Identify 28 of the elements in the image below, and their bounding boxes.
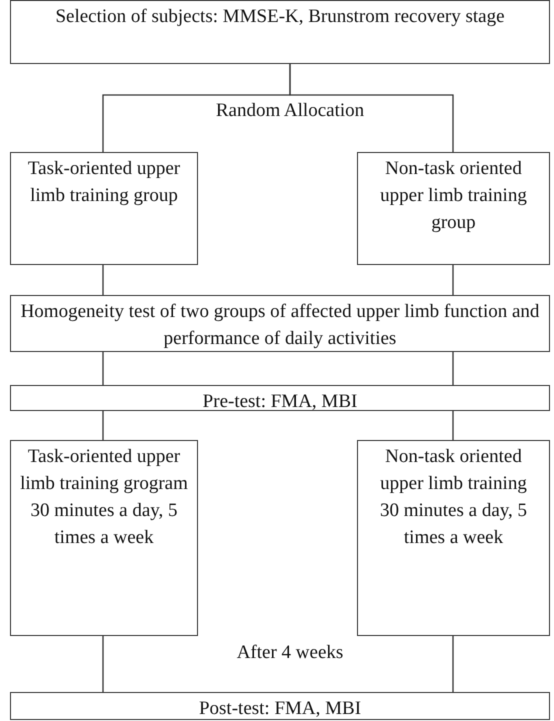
connector-line: [102, 411, 104, 440]
process-box: [10, 0, 550, 64]
flow-label: Random Allocation: [215, 99, 365, 123]
process-box: [10, 152, 198, 265]
connector-line: [452, 352, 454, 385]
box-text: Homogeneity test of two groups of affected upper limb function and performance of daily activities: [20, 300, 540, 351]
connector-line: [289, 64, 454, 152]
box-text: Pre-test: FMA, MBI: [202, 390, 358, 414]
connector-line: [102, 636, 104, 692]
process-box: [357, 440, 550, 636]
flow-label: After 4 weeks: [236, 641, 344, 665]
process-box: [10, 385, 550, 411]
connector-line: [102, 265, 104, 295]
box-text: 30 minutes a day, 5 times a week: [29, 499, 179, 550]
process-box: [10, 440, 198, 636]
box-text: Non-task oriented upper limb training: [379, 445, 528, 496]
connector-line: [452, 411, 454, 440]
connector-line: [102, 352, 104, 385]
box-text: Task-oriented upper limb training grogram: [19, 445, 189, 496]
connector-line: [452, 265, 454, 295]
box-text: Post-test: FMA, MBI: [198, 697, 362, 721]
process-box: [10, 692, 550, 720]
connector-line: [452, 636, 454, 692]
process-box: [357, 152, 550, 265]
box-text: 30 minutes a day, 5 times a week: [378, 499, 528, 550]
box-text: Selection of subjects: MMSE-K, Brunstrom recovery stage: [55, 5, 505, 29]
box-text: Non-task oriented upper limb training group: [379, 157, 528, 235]
box-text: Task-oriented upper limb training group: [26, 157, 182, 208]
